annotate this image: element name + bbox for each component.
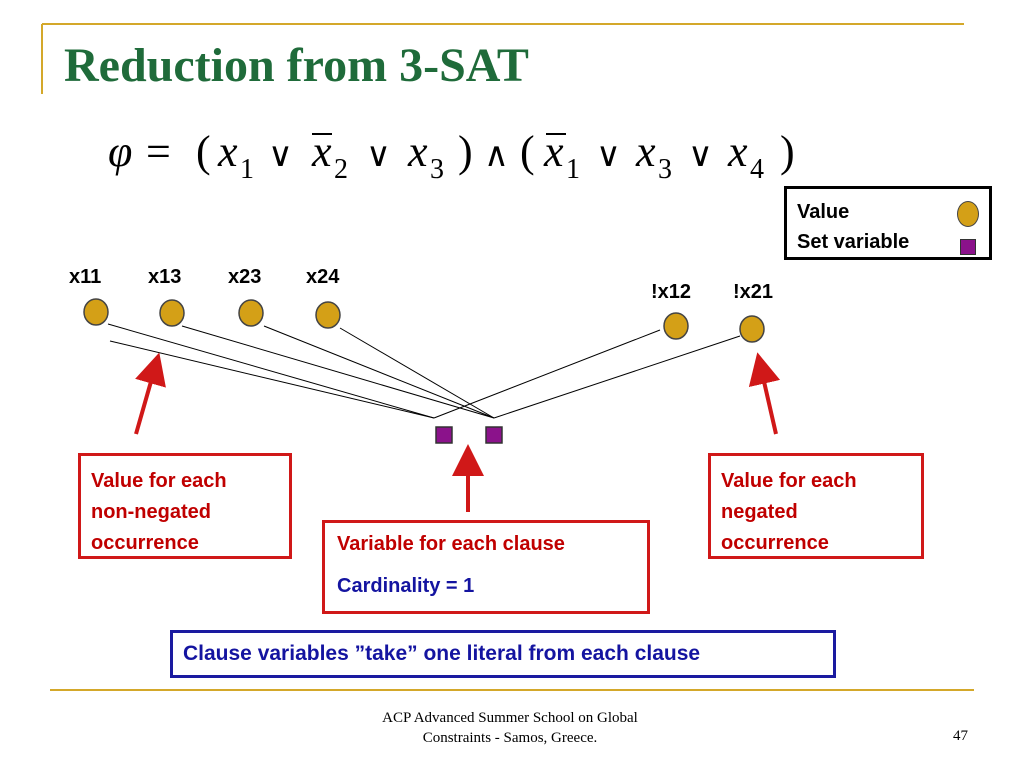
value-node-x23 <box>238 299 264 327</box>
summary-text: Clause variables ”take” one literal from… <box>183 642 701 665</box>
formula-close-paren-1: ) <box>458 127 473 176</box>
formula-close-paren-2: ) <box>780 127 795 176</box>
formula: φ = ( x 1 ∨ x 2 ∨ x 3 ) ∧ ( x 1 ∨ x 3 ∨ … <box>108 127 795 185</box>
page-number: 47 <box>953 728 968 744</box>
edge-nx21-clause2 <box>493 335 741 419</box>
formula-or-3: ∨ <box>596 137 621 174</box>
summary-box: Clause variables ”take” one literal from… <box>170 630 836 678</box>
formula-x-3: x <box>407 127 428 176</box>
arrow-non-negated <box>134 352 166 435</box>
arrow-negated <box>748 352 781 435</box>
formula-or-1: ∨ <box>268 137 293 174</box>
clause-variable-node-2 <box>485 426 503 444</box>
legend-set-variable-label: Set variable <box>797 231 910 253</box>
formula-sub-5: 3 <box>658 154 672 185</box>
callout-non-negated-text: Value for each non-negated occurrence <box>91 470 227 554</box>
callout-negated-text: Value for each negated occurrence <box>721 470 857 554</box>
node-label-x23: x23 <box>228 266 262 288</box>
footer-line-1: ACP Advanced Summer School on Global <box>382 710 638 726</box>
formula-x-2: x <box>311 127 332 176</box>
formula-x-6: x <box>727 127 748 176</box>
node-label-x24: x24 <box>306 266 340 288</box>
node-label-nx21: !x21 <box>733 281 774 303</box>
callout-clause-variable-text: Variable for each clause <box>337 533 565 555</box>
value-node-nx21 <box>739 315 765 343</box>
legend-value-label: Value <box>797 201 850 223</box>
callout-non-negated: Value for each non-negated occurrence <box>78 453 292 559</box>
value-node-x13 <box>159 299 185 327</box>
edge-x13-clause2 <box>181 325 495 419</box>
legend-value-oval-icon <box>957 201 979 227</box>
formula-and: ∧ <box>484 137 509 174</box>
legend: Value Set variable <box>784 186 992 260</box>
formula-sub-2: 2 <box>334 154 348 185</box>
node-label-nx12: !x12 <box>651 281 692 303</box>
callout-negated: Value for each negated occurrence <box>708 453 924 559</box>
formula-sub-1: 1 <box>240 154 254 185</box>
formula-or-2: ∨ <box>366 137 391 174</box>
clause-variable-node-1 <box>435 426 453 444</box>
formula-open-paren-1: ( <box>196 127 211 176</box>
edge-x24-clause2 <box>339 327 495 419</box>
formula-sub-3: 3 <box>430 154 444 185</box>
value-node-nx12 <box>663 312 689 340</box>
node-label-x13: x13 <box>148 266 182 288</box>
formula-x-4: x <box>543 127 564 176</box>
formula-equals: = <box>146 127 171 176</box>
formula-sub-4: 1 <box>566 154 580 185</box>
callout-clause-variable: Variable for each clause Cardinality = 1 <box>322 520 650 614</box>
node-label-x11: x11 <box>69 266 102 288</box>
value-node-x24 <box>315 301 341 329</box>
formula-open-paren-2: ( <box>520 127 535 176</box>
formula-x-1: x <box>217 127 238 176</box>
edge-x11-clause1 <box>107 323 435 419</box>
value-node-x11 <box>83 298 109 326</box>
formula-phi: φ <box>108 127 132 176</box>
footer-line-2: Constraints - Samos, Greece. <box>422 730 598 746</box>
edge-x23-clause2 <box>263 325 495 419</box>
page-title: Reduction from 3-SAT <box>64 39 529 92</box>
formula-sub-6: 4 <box>750 154 764 185</box>
formula-or-4: ∨ <box>688 137 713 174</box>
footer-text: ACP Advanced Summer School on Global Con… <box>352 708 668 748</box>
legend-set-variable-square-icon <box>960 239 976 255</box>
formula-x-5: x <box>635 127 656 176</box>
edge-nx12-clause1 <box>433 329 661 419</box>
callout-cardinality-text: Cardinality = 1 <box>337 575 475 597</box>
